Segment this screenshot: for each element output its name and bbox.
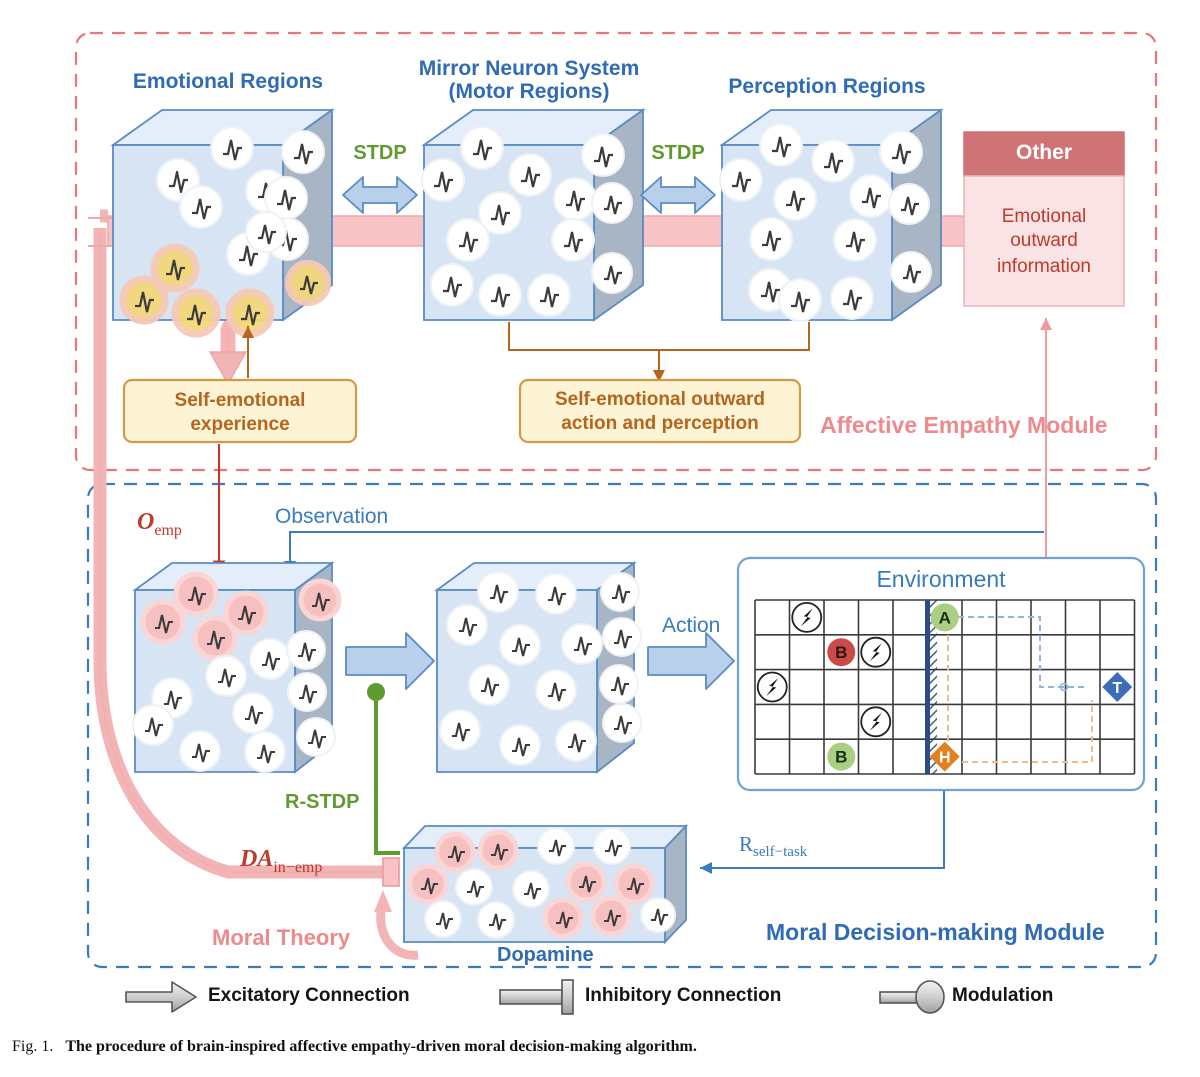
target-label: T xyxy=(1112,680,1122,697)
r-self-task-sub: self−task xyxy=(753,844,808,861)
environment-panel xyxy=(736,556,1146,792)
r-self-task-label: Rself−task xyxy=(739,832,807,861)
self-emotional-experience-box xyxy=(122,378,358,444)
da-sub: in−emp xyxy=(273,858,323,876)
title-emotional-regions: Emotional Regions xyxy=(132,70,324,93)
moral-theory-arrow xyxy=(374,890,419,960)
o-emp-base: O xyxy=(137,509,155,535)
figure-caption: Fig. 1. The procedure of brain-inspired … xyxy=(12,1038,697,1056)
agent-marker xyxy=(827,638,856,667)
caption-prefix: Fig. 1. xyxy=(12,1038,54,1055)
r-self-task-line xyxy=(700,790,945,874)
pink-feedback-line xyxy=(93,209,400,887)
agent-marker xyxy=(827,742,856,771)
legend-label-inhibitory: Inhibitory Connection xyxy=(585,985,782,1006)
environment-title: Environment xyxy=(876,566,1006,592)
other-box xyxy=(963,131,1125,307)
legend-label-modulation: Modulation xyxy=(952,985,1054,1006)
bolt-glyph xyxy=(869,643,882,662)
observation-label: Observation xyxy=(275,505,389,528)
stdp-label-left: STDP xyxy=(353,142,407,164)
affective-module-label: Affective Empathy Module xyxy=(820,412,1108,438)
da-base: DA xyxy=(240,846,274,872)
legend-inhibitory-icon xyxy=(499,979,574,1015)
legend-excitatory-icon xyxy=(125,981,197,1013)
bolt-glyph xyxy=(869,712,882,731)
title-mirror-neuron-system: Mirror Neuron System xyxy=(418,57,640,80)
rstdp-modulation-line xyxy=(367,683,400,855)
agent-label: A xyxy=(939,608,951,627)
arrow-action xyxy=(647,632,735,690)
self-emotional-outward-box xyxy=(518,378,802,444)
target-marker xyxy=(929,741,960,772)
bolt-glyph xyxy=(766,678,779,696)
r-self-task-base: R xyxy=(739,832,754,856)
environment-wall xyxy=(925,600,937,774)
outward-connectors xyxy=(508,322,810,382)
stdp-arrow-left xyxy=(342,176,418,214)
other-box-header: Other xyxy=(1015,141,1072,164)
neurons-emotional xyxy=(119,126,331,338)
stdp-label-right: STDP xyxy=(651,142,705,164)
other-box-line2: outward xyxy=(1010,230,1078,251)
neurons-perception xyxy=(719,123,932,322)
environment-grid xyxy=(754,599,1136,775)
caption-text: The procedure of brain-inspired affectiv… xyxy=(65,1038,697,1055)
path-orange-dashed xyxy=(947,625,1093,763)
agent-label: B xyxy=(835,748,847,767)
affective-module-boundary xyxy=(74,31,1158,472)
arrow-emotional-to-motor xyxy=(345,632,435,690)
o-emp-sub: emp xyxy=(154,521,182,539)
legend-label-excitatory: Excitatory Connection xyxy=(208,985,410,1006)
title-perception-regions: Perception Regions xyxy=(728,75,926,98)
path-blue-dashed xyxy=(948,616,1085,692)
moral-theory-label: Moral Theory xyxy=(212,925,351,950)
self-emotional-outward-line1: Self-emotional outward xyxy=(554,389,766,410)
neurons-mirror xyxy=(421,126,633,317)
agent-label: B xyxy=(835,643,847,662)
title-mirror-neuron-subtitle: (Motor Regions) xyxy=(448,80,610,103)
target-label: H xyxy=(939,750,951,767)
bolt-glyph xyxy=(800,608,813,627)
neurons-dopamine xyxy=(407,827,676,939)
neurons-motor xyxy=(439,571,642,766)
moral-module-boundary xyxy=(86,482,1158,969)
legend-modulation-icon xyxy=(879,980,945,1014)
da-label: DAin−emp xyxy=(240,845,322,877)
self-emotional-experience-line1: Self-emotional xyxy=(174,390,306,411)
self-emotional-experience-line2: experience xyxy=(190,414,290,435)
agent-marker xyxy=(930,603,959,632)
observation-arrow xyxy=(284,531,1044,573)
inhibitory-terminal xyxy=(382,857,400,887)
other-box-line3: information xyxy=(997,256,1091,277)
target-marker xyxy=(1102,672,1133,702)
neurons-moral-emotional xyxy=(132,571,342,773)
other-box-line1: Emotional xyxy=(1001,206,1087,227)
environment-markers: B B A T H xyxy=(756,602,1133,772)
stdp-arrow-right xyxy=(640,176,716,214)
self-emotional-outward-line2: action and perception xyxy=(561,413,759,434)
action-label: Action xyxy=(662,614,721,637)
moral-module-label: Moral Decision-making Module xyxy=(766,919,1105,945)
o-emp-label: Oemp xyxy=(137,508,182,540)
rstdp-label: R-STDP xyxy=(285,791,360,813)
dopamine-label: Dopamine xyxy=(497,944,594,966)
